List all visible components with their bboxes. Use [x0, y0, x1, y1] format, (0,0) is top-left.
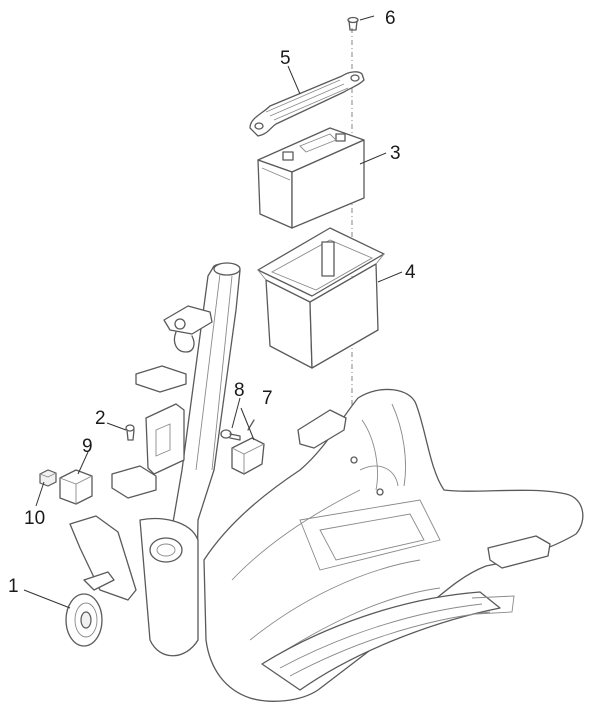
part-number-8: 8 — [234, 380, 245, 401]
battery-box-part-4 — [257, 227, 385, 369]
part-number-6: 6 — [385, 8, 396, 29]
leader-lines — [23, 15, 403, 609]
screw-part-8 — [220, 429, 241, 441]
part-number-2: 2 — [95, 408, 106, 429]
part-number-4: 4 — [405, 262, 416, 283]
part-number-3: 3 — [390, 143, 401, 164]
screw-part-6 — [347, 16, 359, 31]
relay-part-9 — [59, 469, 93, 505]
frame-front-lower — [69, 515, 199, 657]
frame-upper-bracket — [163, 305, 213, 353]
battery-strap-part-5 — [249, 71, 365, 137]
screw-part-2 — [125, 424, 135, 441]
part-number-10: 10 — [24, 508, 45, 529]
frame-rear-support — [297, 409, 551, 569]
part-number-labels: 1 2 3 4 5 6 7 8 9 10 — [8, 8, 416, 597]
part-number-7: 7 — [262, 388, 273, 409]
module-part-7 — [231, 419, 265, 475]
frame-mid-bracket — [111, 365, 187, 499]
part-number-9: 9 — [82, 436, 93, 457]
horn-part-1 — [65, 571, 115, 647]
frame-main-body — [203, 388, 584, 702]
part-number-1: 1 — [8, 576, 19, 597]
frame-footboard — [261, 591, 515, 691]
connector-part-10 — [39, 469, 57, 487]
battery-part-3 — [257, 127, 365, 229]
part-number-5: 5 — [280, 48, 291, 69]
